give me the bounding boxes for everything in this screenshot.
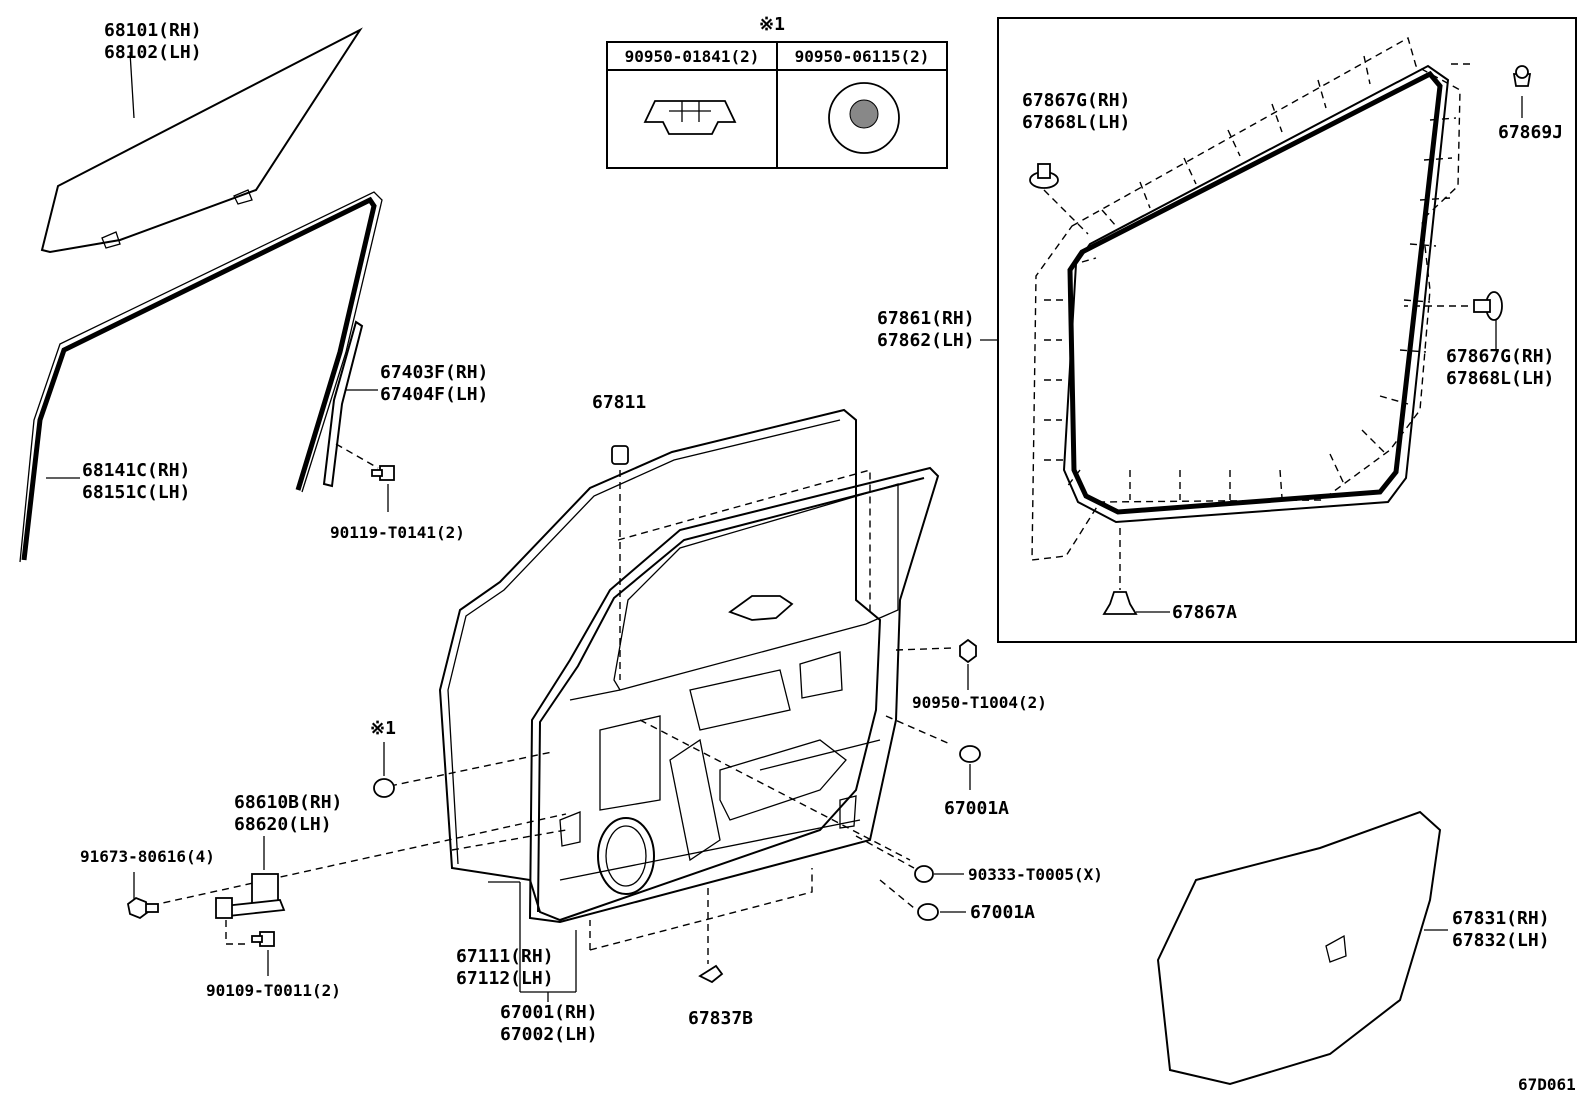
- reference-table: ※1 90950-01841(2) 90950-06115(2): [606, 14, 948, 169]
- door-check-group: 68610B(RH) 68620(LH) 91673-80616(4) 9010…: [80, 792, 342, 1000]
- cushion-67001a-lower-icon: [917, 903, 939, 921]
- bolt-channel-icon: [371, 465, 395, 481]
- clip-67867a-icon: [1102, 591, 1138, 615]
- callout-panel-lh: 67112(LH): [456, 968, 554, 989]
- window-glass-group: 68101(RH) 68102(LH) 68141C(RH) 68151C(LH…: [19, 20, 488, 563]
- callout-weatherstrip-lh: 67862(LH): [877, 330, 975, 351]
- cushion-67001a-upper-icon: [959, 745, 981, 763]
- clip-icon: [643, 100, 737, 135]
- clip-67867g-right-icon: [1473, 291, 1503, 321]
- door-panel-group: 67811 90950-T1004(2) 67001A 90333-T0005(…: [139, 392, 1103, 1045]
- callout-cover-rh: 67831(RH): [1452, 908, 1550, 929]
- callout-cap-67811: 67811: [592, 392, 646, 413]
- callout-rear-channel-rh: 67403F(RH): [380, 362, 488, 383]
- callout-clip-67837b: 67837B: [688, 1008, 753, 1029]
- callout-bolt-t0011: 90109-T0011(2): [206, 981, 341, 1000]
- callout-weatherstrip-rh: 67861(RH): [877, 308, 975, 329]
- callout-cushion-a-2: 67001A: [970, 902, 1035, 923]
- callout-clip-right-lh: 67868L(LH): [1446, 368, 1554, 389]
- clip-67837b-icon: [698, 964, 724, 984]
- bolt-80616-icon: [127, 896, 159, 920]
- nut-t1004-icon: [959, 638, 977, 664]
- callout-clip-top-lh: 67868L(LH): [1022, 112, 1130, 133]
- clip-67869j-icon: [1512, 65, 1532, 87]
- reference-col1-label: 90950-01841(2): [625, 47, 760, 66]
- reference-table-mark: ※1: [759, 14, 785, 35]
- callout-cushion-a-1: 67001A: [944, 798, 1009, 819]
- callout-nut-t1004: 90950-T1004(2): [912, 693, 1047, 712]
- callout-door-assy-lh: 67002(LH): [500, 1024, 598, 1045]
- callout-bolt-80616: 91673-80616(4): [80, 847, 215, 866]
- callout-glass-rh: 68101(RH): [104, 20, 202, 41]
- callout-check-rh: 68610B(RH): [234, 792, 342, 813]
- callout-run-channel-lh: 68151C(LH): [82, 482, 190, 503]
- callout-cover-lh: 67832(LH): [1452, 930, 1550, 951]
- service-cover-group: 67831(RH) 67832(LH): [1156, 810, 1550, 1086]
- callout-rear-channel-lh: 67404F(LH): [380, 384, 488, 405]
- callout-panel-rh: 67111(RH): [456, 946, 554, 967]
- bolt-t0011-icon: [251, 931, 275, 947]
- callout-bolt-channel: 90119-T0141(2): [330, 523, 465, 542]
- callout-door-assy-rh: 67001(RH): [500, 1002, 598, 1023]
- weatherstrip-detail-box: 67861(RH) 67862(LH) 67867G(RH) 67868L(LH…: [877, 17, 1577, 643]
- plug-ref-icon: [373, 778, 395, 798]
- plug-icon: [828, 82, 900, 154]
- callout-clip-67867a: 67867A: [1172, 602, 1237, 623]
- callout-ref-mark: ※1: [370, 718, 396, 739]
- callout-run-channel-rh: 68141C(RH): [82, 460, 190, 481]
- callout-check-lh: 68620(LH): [234, 814, 332, 835]
- callout-washer-t0005: 90333-T0005(X): [968, 865, 1103, 884]
- callout-glass-lh: 68102(LH): [104, 42, 202, 63]
- door-check-icon: [215, 873, 286, 919]
- callout-clip-top-rh: 67867G(RH): [1022, 90, 1130, 111]
- washer-t0005-icon: [914, 865, 934, 883]
- diagram-code: 67D061: [1518, 1075, 1576, 1094]
- reference-col2-label: 90950-06115(2): [795, 47, 930, 66]
- callout-clip-67869j: 67869J: [1498, 122, 1563, 143]
- clip-67867g-top-icon: [1029, 163, 1059, 189]
- callout-clip-right-rh: 67867G(RH): [1446, 346, 1554, 367]
- cap-67811-icon: [611, 445, 629, 465]
